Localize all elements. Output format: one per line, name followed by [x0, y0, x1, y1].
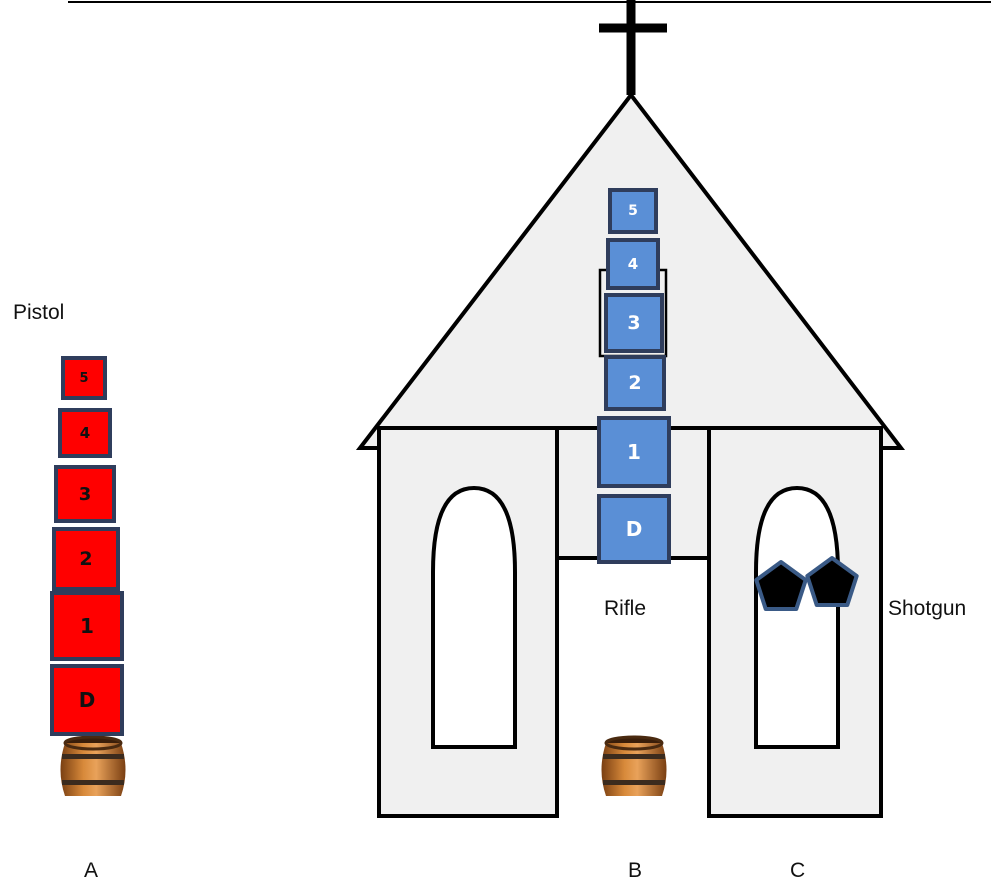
position-label-c: C	[790, 859, 806, 882]
church-right-window	[754, 485, 840, 749]
rifle-label: Rifle	[604, 597, 647, 620]
rifle-target-1: 1	[597, 416, 671, 488]
pistol-target-2: 2	[52, 527, 120, 591]
shotgun-label: Shotgun	[888, 597, 967, 620]
cross-icon	[599, 0, 667, 95]
shotgun-target-group	[754, 556, 859, 611]
pistol-label: Pistol	[13, 301, 65, 324]
barrel-icon	[601, 735, 667, 796]
pistol-target-3: 3	[54, 465, 116, 523]
pistol-target-d: D	[50, 664, 124, 736]
pistol-target-1: 1	[50, 591, 124, 661]
barrel-icon	[60, 735, 126, 796]
rifle-target-d: D	[597, 494, 671, 564]
shotgun-target-1	[754, 560, 808, 611]
pistol-target-4: 4	[58, 408, 112, 458]
shotgun-target-2	[805, 556, 859, 607]
rifle-target-3: 3	[604, 293, 664, 353]
church-left-window	[431, 485, 517, 749]
rifle-target-4: 4	[606, 238, 660, 290]
position-label-a: A	[84, 859, 99, 882]
pistol-target-5: 5	[61, 356, 107, 400]
position-label-b: B	[628, 859, 643, 882]
rifle-target-2: 2	[604, 355, 666, 411]
rifle-target-5: 5	[608, 188, 658, 234]
